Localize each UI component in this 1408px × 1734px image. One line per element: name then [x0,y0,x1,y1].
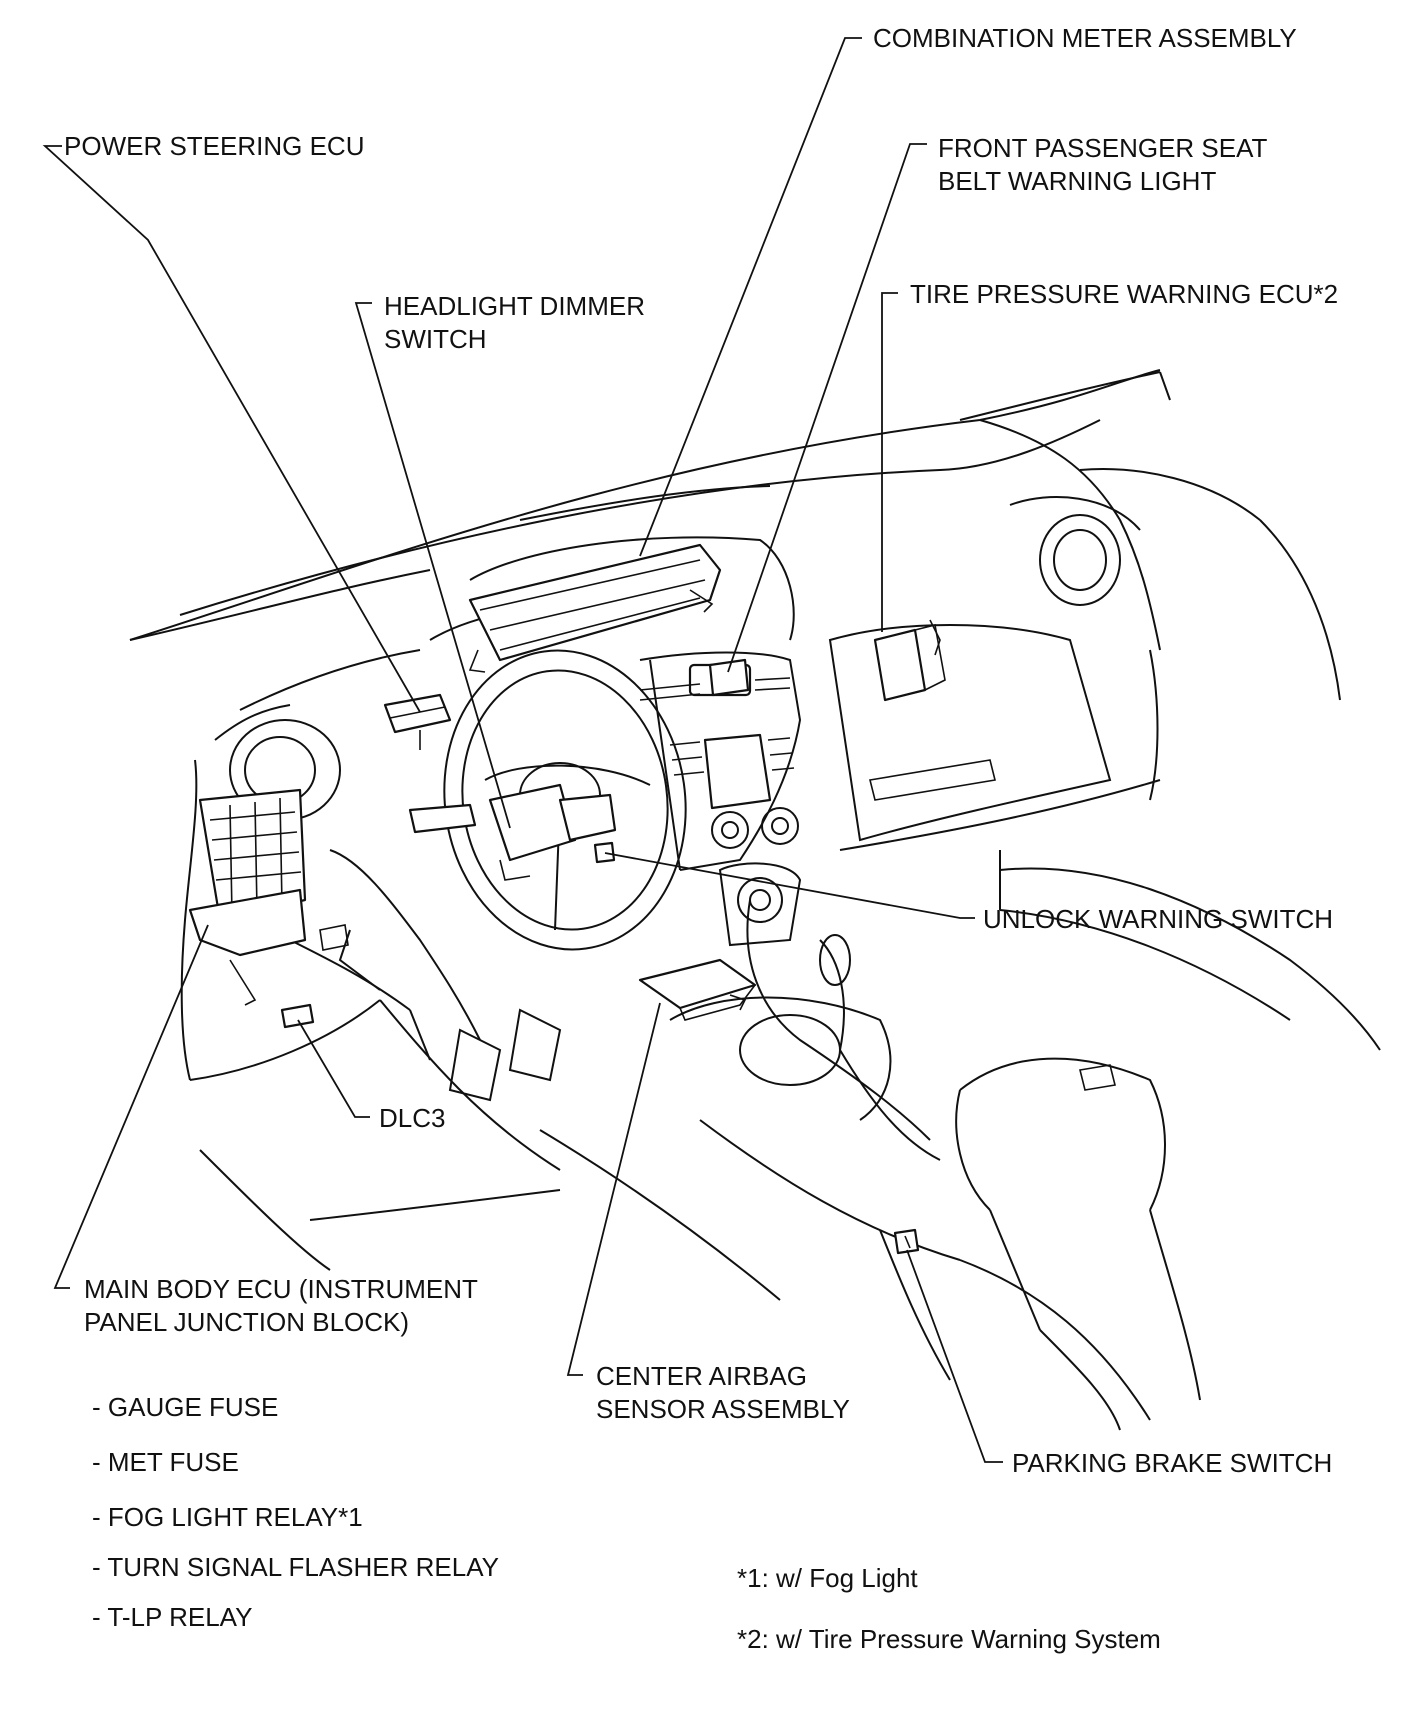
footnotes: *1: w/ Fog Light *2: w/ Tire Pressure Wa… [737,1563,1161,1654]
label-main-body-ecu-line2: PANEL JUNCTION BLOCK) [84,1307,409,1337]
label-parking-brake-switch: PARKING BRAKE SWITCH [1012,1448,1332,1478]
label-front-passenger-seat-belt-line1: FRONT PASSENGER SEAT [938,133,1268,163]
footnote-fog-light: *1: w/ Fog Light [737,1563,918,1593]
list-item-fog-light-relay: - FOG LIGHT RELAY*1 [92,1502,363,1532]
label-headlight-dimmer-line1: HEADLIGHT DIMMER [384,291,645,321]
label-combination-meter: COMBINATION METER ASSEMBLY [873,23,1297,53]
list-item-turn-signal-flasher-relay: - TURN SIGNAL FLASHER RELAY [92,1552,499,1582]
label-front-passenger-seat-belt-line2: BELT WARNING LIGHT [938,166,1216,196]
footnote-tire-pressure: *2: w/ Tire Pressure Warning System [737,1624,1161,1654]
part-labels: COMBINATION METER ASSEMBLY POWER STEERIN… [64,23,1338,1478]
dashboard-drawing [129,369,1381,1431]
label-headlight-dimmer-line2: SWITCH [384,324,487,354]
list-item-t-lp-relay: - T-LP RELAY [92,1602,252,1632]
label-main-body-ecu-line1: MAIN BODY ECU (INSTRUMENT [84,1274,478,1304]
label-tire-pressure-ecu: TIRE PRESSURE WARNING ECU*2 [910,279,1338,309]
list-item-gauge-fuse: - GAUGE FUSE [92,1392,278,1422]
label-center-airbag-line1: CENTER AIRBAG [596,1361,807,1391]
list-item-met-fuse: - MET FUSE [92,1447,239,1477]
junction-block-contents-list: - GAUGE FUSE - MET FUSE - FOG LIGHT RELA… [92,1392,499,1632]
leader-lines [42,37,1003,1463]
label-dlc3: DLC3 [379,1103,445,1133]
label-center-airbag-line2: SENSOR ASSEMBLY [596,1394,850,1424]
label-power-steering-ecu: POWER STEERING ECU [64,131,364,161]
label-unlock-warning-switch: UNLOCK WARNING SWITCH [983,904,1333,934]
